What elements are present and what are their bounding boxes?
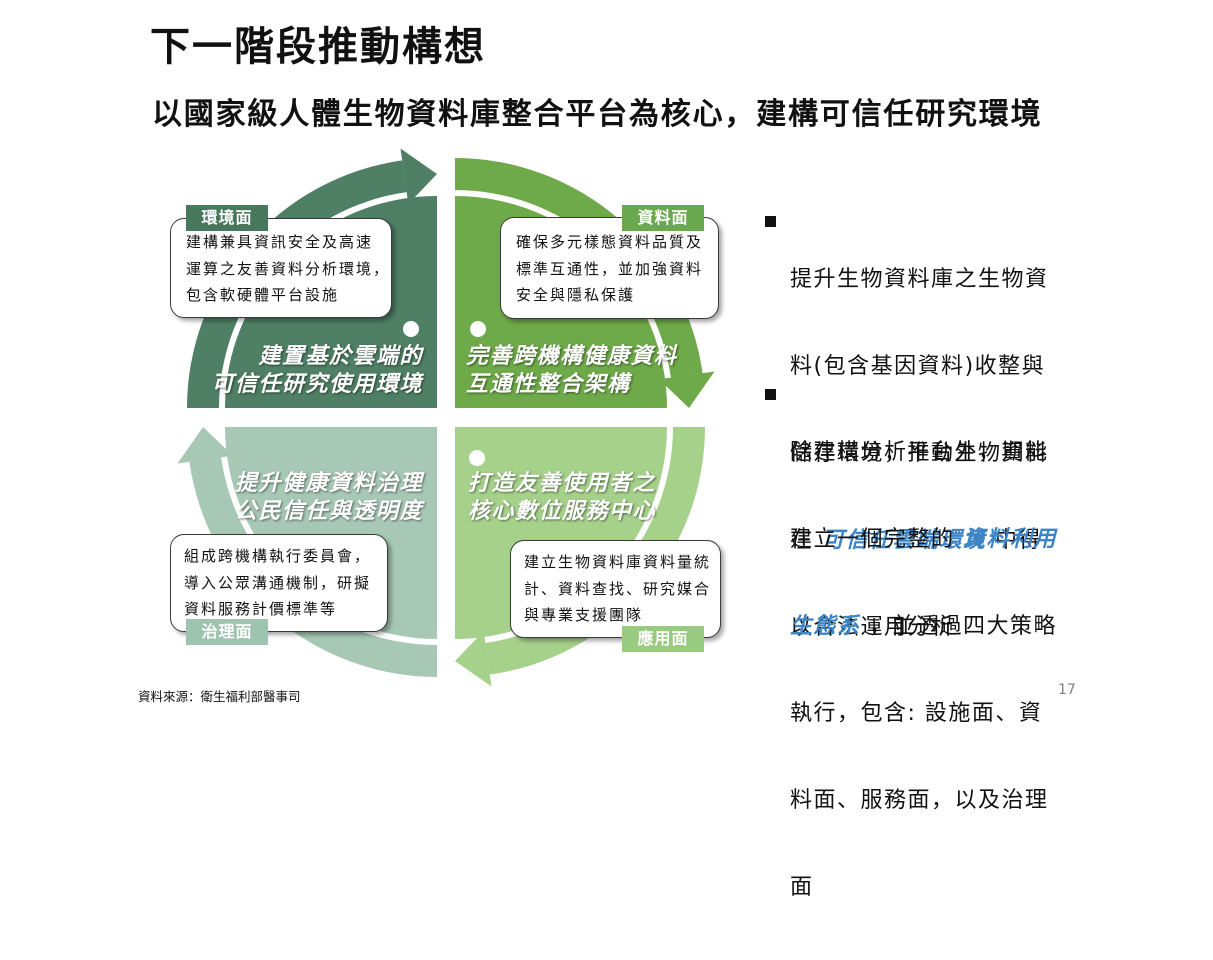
detail-box-environment: 建構兼具資訊安全及高速 運算之友善資料分析環境， 包含軟硬體平台設施 [170,218,392,318]
arrow-head-icon [659,371,715,408]
heading-line: 可信任研究使用環境 [211,372,423,397]
text-span: 料面、服務面，以及治理 [790,788,1049,813]
text-line: 面 [790,873,1057,902]
square-bullet-icon [765,389,776,400]
tag-application: 應用面 [622,626,704,652]
bullet-text: 除建構分析平台外，期能 建立一個完整的 資料利用 生態系 ，並透過四大策略 執行… [790,380,1057,960]
tag-data: 資料面 [622,205,704,231]
text-line: 提升生物資料庫之生物資 [790,265,1049,294]
page-title: 下一階段推動構想 [150,24,486,70]
detail-line: 建構兼具資訊安全及高速 [186,233,374,251]
text-span: 執行，包含: 設施面、資 [790,701,1043,726]
heading-line: 建置基於雲端的 [258,344,423,369]
text-span: ，並透過四大策略 [860,614,1058,639]
text-line: 除建構分析平台外，期能 [790,438,1057,467]
detail-line: 組成跨機構執行委員會， [184,547,372,565]
arrow-head-icon [177,427,233,464]
page-subtitle: 以國家級人體生物資料庫整合平台為核心，建構可信任研究環境 [152,97,1043,132]
text-line: 以合法運用分析 [790,613,1049,642]
quadrant-heading-governance: 提升健康資料治理 公民信任與透明度 [235,470,423,526]
detail-line: 建立生物資料庫資料量統 [524,553,712,571]
detail-box-application: 建立生物資料庫資料量統 計、資料查找、研究媒合 與專業支援團隊 [510,540,721,638]
dot-marker [403,321,419,337]
text-span: 建立一個完整的 [790,527,963,552]
text-span: 除建構分析平台外，期能 [790,440,1049,465]
detail-line: 與專業支援團隊 [524,606,644,624]
detail-line: 運算之友善資料分析環境， [186,259,391,278]
emphasis-text: 資料利用 [963,527,1058,552]
arrow-head-icon [455,631,492,687]
source-note: 資料來源：衛生福利部醫事司 [138,689,301,704]
heading-line: 核心數位服務中心 [468,499,657,524]
text-span: 面 [790,875,814,900]
arrow-head-icon [400,148,437,204]
tag-environment: 環境面 [186,205,268,231]
detail-line: 安全與隱私保護 [516,286,636,304]
text-span: 以合法運用分析 [790,615,955,640]
dot-marker [470,321,486,337]
quadrant-heading-environment: 建置基於雲端的 可信任研究使用環境 [211,343,423,399]
detail-line: 標準互通性，並加強資料 [516,259,704,278]
detail-line: 計、資料查找、研究媒合 [524,579,712,598]
text-span: 提升生物資料庫之生物資 [790,267,1049,292]
emphasis-text: 生態系 [790,614,861,639]
text-line: 料(包含基因資料)收整與 [790,352,1049,381]
page-number: 17 [1058,682,1076,698]
detail-line: 資料服務計價標準等 [184,600,338,618]
emphasis-text: 可信任雲端環境 [822,528,987,553]
text-span: 在 [790,528,822,553]
quadrant-fill [455,427,667,639]
heading-line: 完善跨機構健康資料 [466,344,678,369]
heading-line: 提升健康資料治理 [234,471,423,496]
quadrant-heading-application: 打造友善使用者之 核心數位服務中心 [468,470,656,526]
detail-box-governance: 組成跨機構執行委員會， 導入公眾溝通機制，研擬 資料服務計價標準等 [170,534,388,632]
text-span: 料(包含基因資料)收整與 [790,354,1046,379]
detail-line: 確保多元樣態資料品質及 [516,233,704,251]
heading-line: 打造友善使用者之 [468,471,657,496]
heading-line: 互通性整合架構 [466,372,631,397]
text-span: 中得 [986,528,1043,553]
tag-governance: 治理面 [186,619,268,645]
detail-line: 導入公眾溝通機制，研擬 [184,573,372,592]
text-line: 生態系 ，並透過四大策略 [790,612,1057,641]
dot-marker [469,450,485,466]
text-line: 建立一個完整的 資料利用 [790,525,1057,554]
detail-box-data: 確保多元樣態資料品質及 標準互通性，並加強資料 安全與隱私保護 [500,217,719,319]
heading-line: 公民信任與透明度 [234,499,423,524]
text-span: 儲存環境，推動生物資料 [790,441,1049,466]
quadrant-heading-data: 完善跨機構健康資料 互通性整合架構 [466,343,678,399]
square-bullet-icon [765,216,776,227]
text-line: 在 可信任雲端環境 中得 [790,526,1049,555]
detail-line: 包含軟硬體平台設施 [186,286,340,304]
text-line: 執行，包含: 設施面、資 [790,699,1057,728]
text-line: 料面、服務面，以及治理 [790,786,1057,815]
bullet-text: 提升生物資料庫之生物資 料(包含基因資料)收整與 儲存環境，推動生物資料 在 可… [790,207,1049,700]
text-line: 儲存環境，推動生物資料 [790,439,1049,468]
